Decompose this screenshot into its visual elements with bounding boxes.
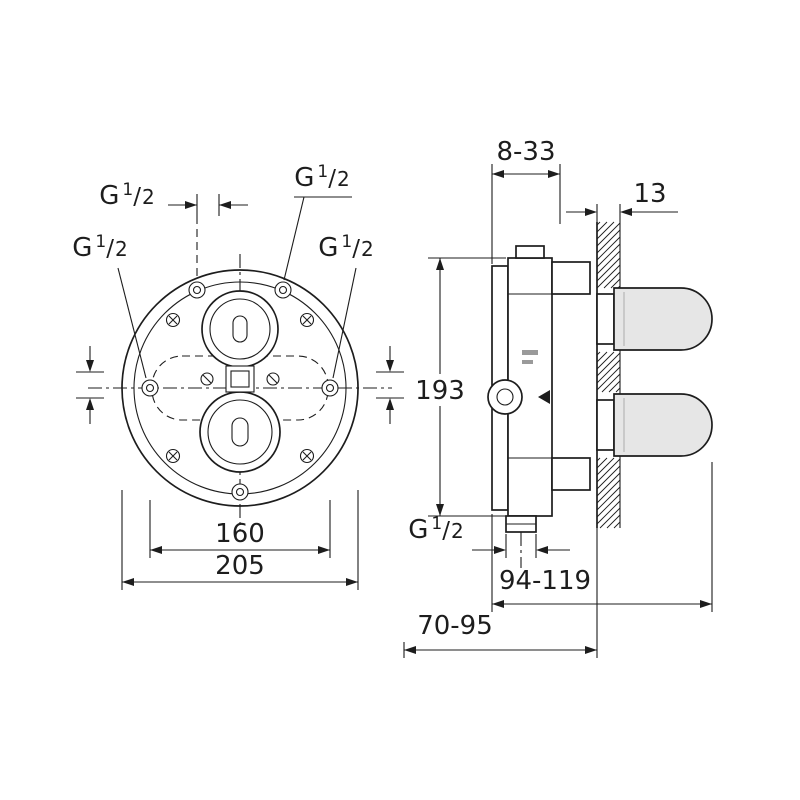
dim-plate-diameter-label: 205	[215, 551, 265, 581]
center-screws	[200, 372, 280, 386]
port-label-top-right-leader	[283, 196, 305, 281]
port-label-left-leader	[117, 267, 147, 379]
dim-bottom-outlet	[472, 534, 570, 558]
top-cap	[515, 245, 545, 259]
valve-body-side	[487, 245, 591, 568]
center-junction-box	[225, 365, 255, 393]
dim-port-spacing-label: 160	[215, 519, 265, 549]
handles	[596, 287, 713, 457]
top-port-block	[551, 261, 591, 295]
dim-plaster-depth-label: 8-33	[496, 137, 555, 167]
dim-trim-thickness-label: 13	[633, 179, 666, 209]
side-view	[487, 221, 713, 568]
dim-body-height-label: 193	[415, 376, 465, 406]
top-handle-hub	[596, 293, 615, 345]
port-label-right-leader	[332, 267, 357, 379]
dim-plate-diameter: 205	[121, 490, 359, 590]
dim-depth-with-handle-label: 94-119	[499, 566, 591, 596]
port-axis-offset-marks	[76, 346, 404, 424]
body-marking	[522, 350, 538, 355]
connection-ports	[141, 281, 339, 501]
body-marking	[522, 360, 533, 364]
top-port-dimension	[168, 194, 248, 281]
dim-depth-with-handle: 94-119	[491, 462, 713, 612]
front-view	[88, 254, 392, 530]
adjust-pointer-icon	[538, 390, 550, 404]
bottom-handle-hub	[596, 399, 615, 451]
bottom-knob	[199, 391, 281, 473]
escutcheon-outer-circle	[121, 269, 359, 507]
wall-hatch	[596, 221, 621, 529]
adjust-screw	[487, 379, 523, 415]
dim-trim-thickness: 13	[566, 179, 678, 222]
adjust-screw-inner	[496, 388, 514, 406]
dim-depth-body: 70-95	[403, 528, 598, 658]
dim-body-height: 193	[415, 257, 506, 517]
dim-plaster-depth: 8-33	[491, 137, 561, 264]
bottom-port-block	[551, 457, 591, 491]
bottom-handle	[613, 393, 713, 457]
dim-depth-body-label: 70-95	[417, 611, 493, 641]
top-knob	[201, 290, 279, 368]
top-handle	[613, 287, 713, 351]
dim-port-spacing: 160	[149, 500, 331, 558]
mounting-screws	[165, 312, 315, 464]
